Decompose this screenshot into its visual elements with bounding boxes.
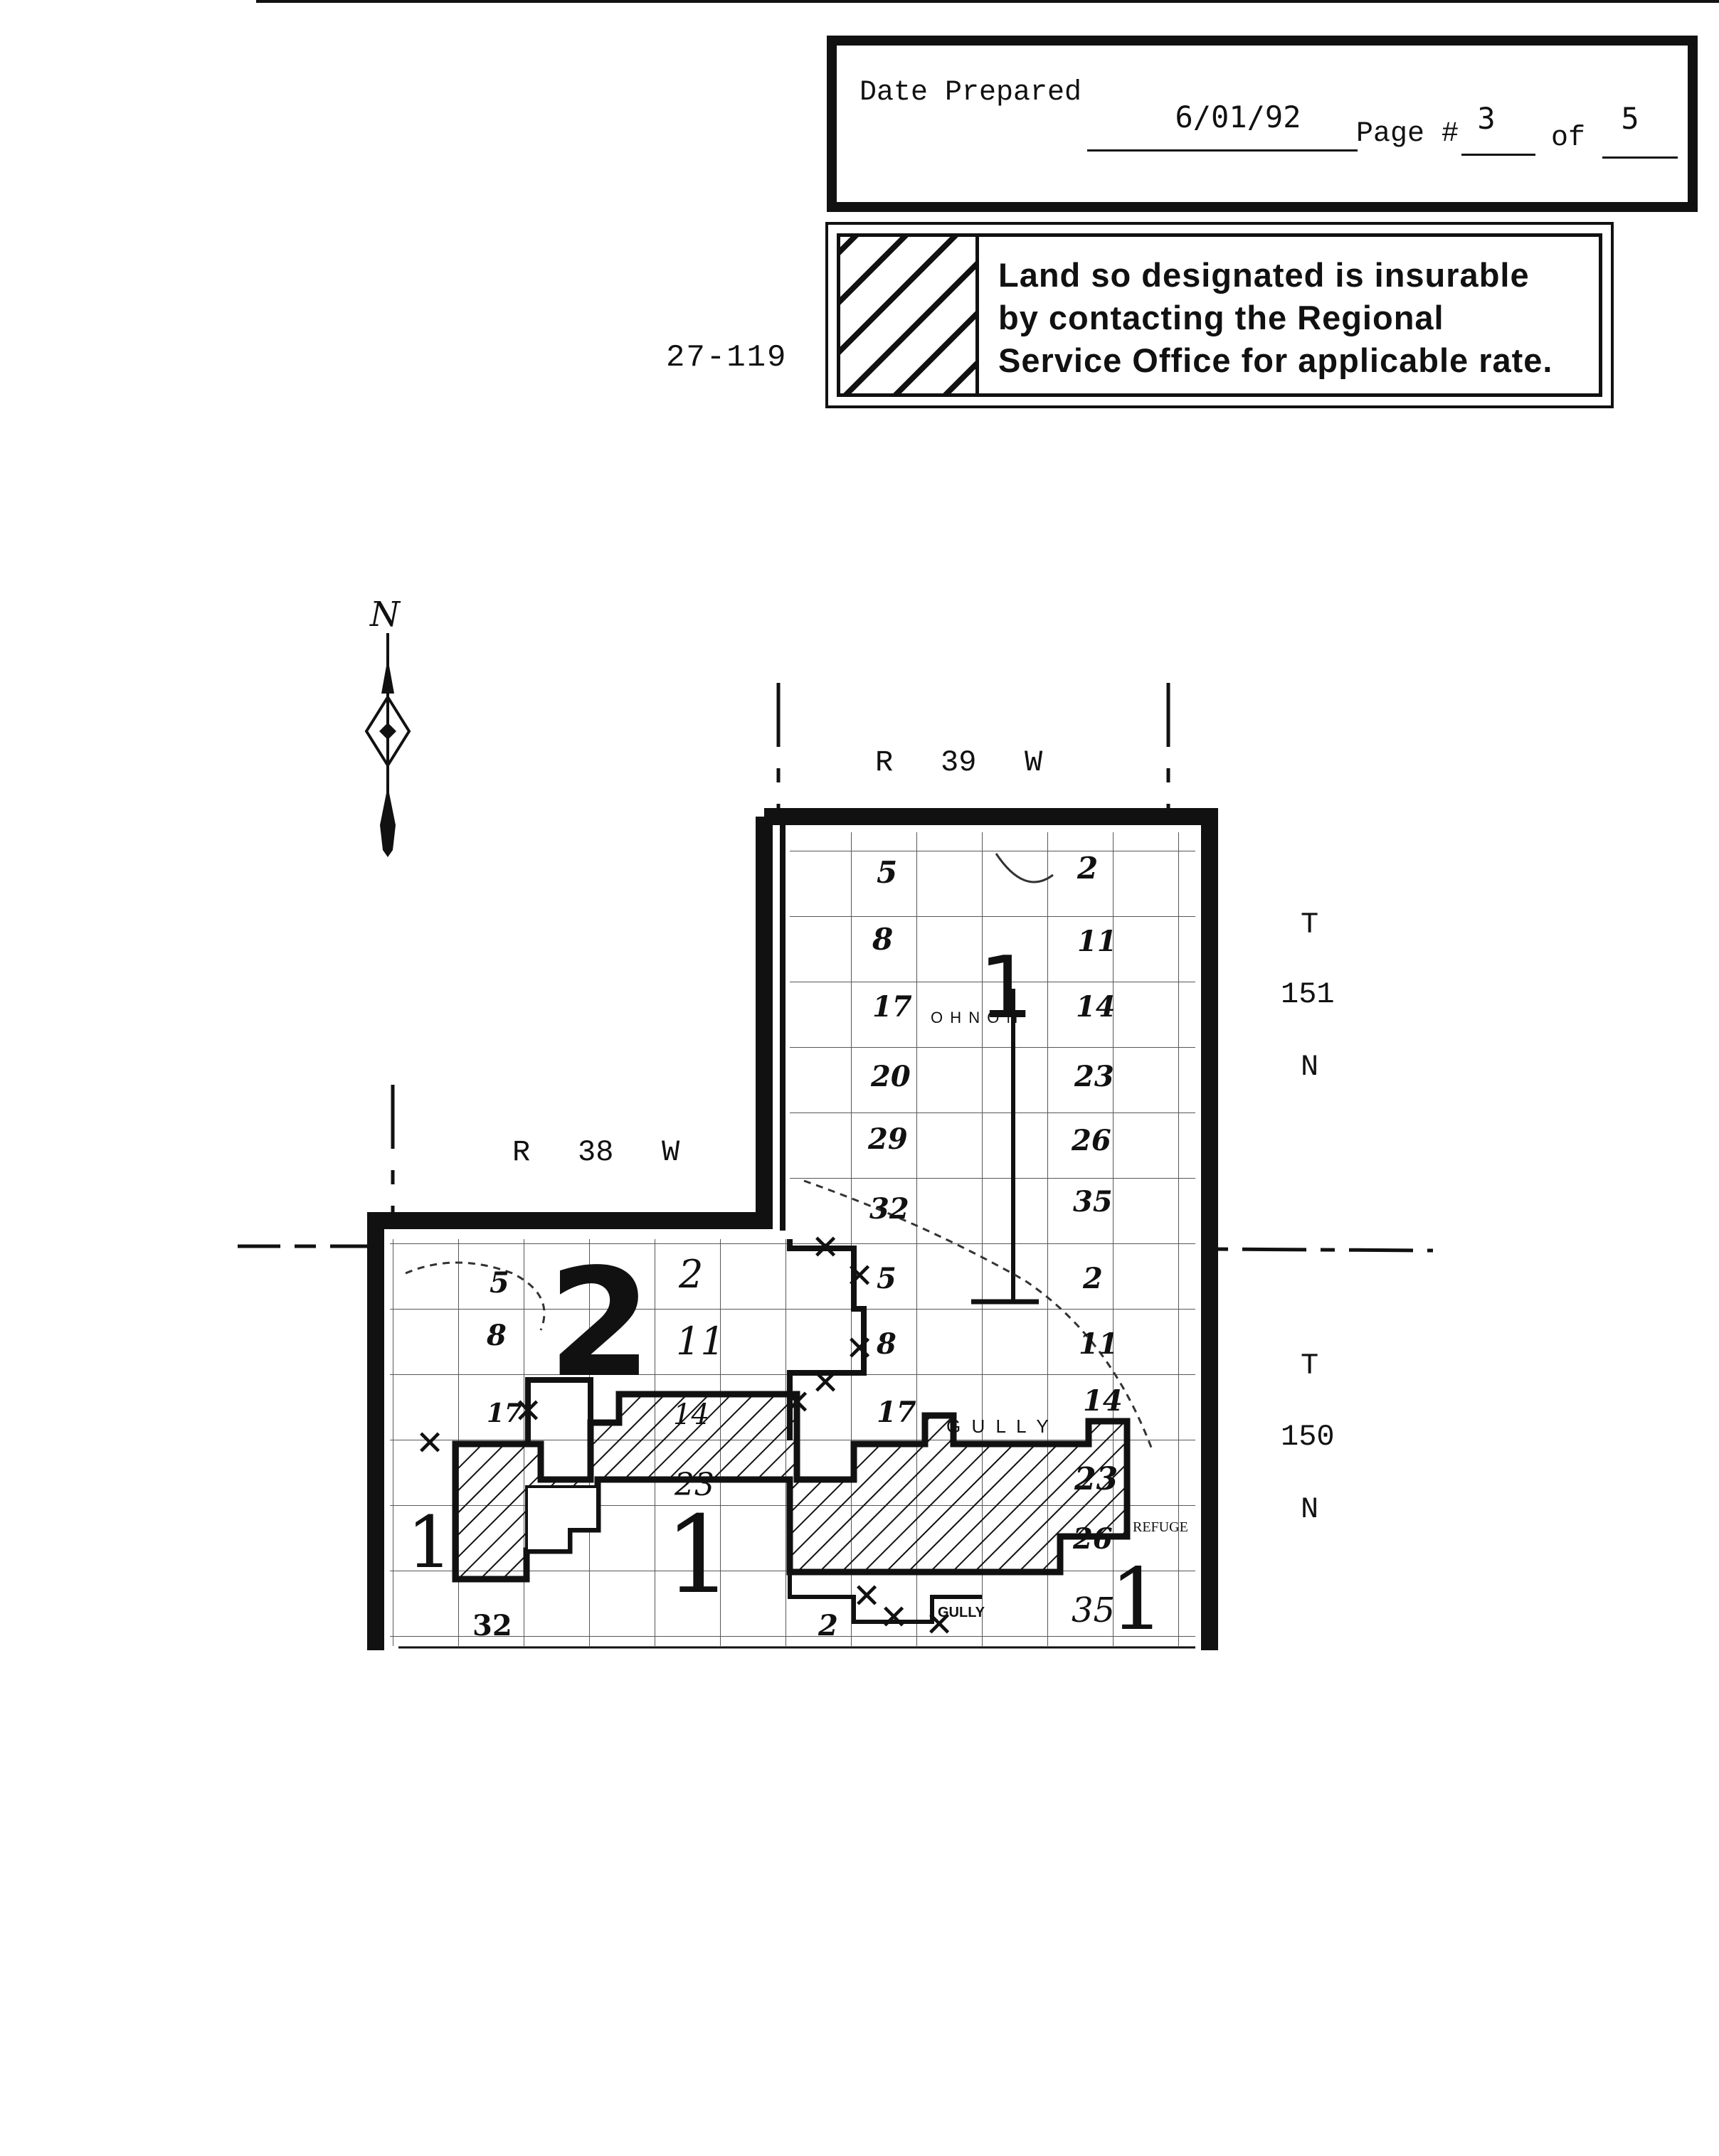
map-code: 27-119 <box>666 340 788 376</box>
section-label: 35 <box>1073 1185 1113 1218</box>
svg-text:✕: ✕ <box>845 1329 874 1369</box>
date-underline <box>1087 149 1358 152</box>
legend-text-line-1: Land so designated is insurable <box>998 256 1530 294</box>
place-label-john: O H N O N <box>931 1009 1020 1026</box>
section-label: 17 <box>877 1396 916 1429</box>
svg-text:✕: ✕ <box>852 1576 881 1616</box>
top-border-line <box>256 0 1719 3</box>
svg-text:✕: ✕ <box>845 1256 874 1296</box>
section-label: 17 <box>487 1398 523 1428</box>
hatch-legend-swatch <box>840 237 979 393</box>
page-number-label: Page # <box>1356 118 1459 150</box>
north-label: N <box>369 595 401 634</box>
section-label: 11 <box>1077 925 1117 958</box>
zone-1-lower-left-label: 1 <box>407 1501 453 1584</box>
section-label: 5 <box>490 1266 509 1300</box>
of-label: of <box>1551 122 1586 154</box>
section-label: 26 <box>1073 1522 1113 1556</box>
section-label: 14 <box>1083 1384 1123 1418</box>
svg-text:✕: ✕ <box>811 1363 840 1403</box>
page-total-value: 5 <box>1621 101 1639 136</box>
page-number-value: 3 <box>1477 101 1496 136</box>
header-box <box>827 36 1698 212</box>
section-label: 20 <box>871 1060 911 1093</box>
section-label: 8 <box>487 1319 507 1352</box>
zone-1-lower-right-label: 1 <box>1110 1551 1165 1650</box>
section-label: 5 <box>877 855 898 890</box>
range-r39-label-r: R <box>875 745 894 780</box>
place-label-gully-lower: GULLY <box>938 1605 985 1620</box>
range-r39-label-num: 39 <box>941 745 977 780</box>
total-underline <box>1602 156 1678 159</box>
section-label: 11 <box>1079 1327 1118 1361</box>
township-t150-label-num: 150 <box>1281 1420 1335 1454</box>
zone-2-label: 2 <box>548 1236 652 1411</box>
section-label: 23 <box>1074 1060 1114 1093</box>
zone-1-upper-label: 1 <box>979 939 1034 1038</box>
x-markers: ✕ ✕ ✕ ✕ ✕ ✕ ✕ ✕ ✕ ✕ <box>416 1228 953 1645</box>
township-t150-label-t: T <box>1301 1349 1319 1383</box>
section-label: 23 <box>1074 1461 1118 1497</box>
legend-text: Land so designated is insurable by conta… <box>998 254 1596 382</box>
section-label: 2 <box>679 1252 704 1297</box>
section-label: 2 <box>818 1609 838 1642</box>
township-t151-label-n: N <box>1301 1050 1319 1084</box>
svg-text:✕: ✕ <box>514 1391 542 1431</box>
section-label: 29 <box>868 1122 908 1156</box>
range-r39-label-w: W <box>1025 745 1043 780</box>
legend-text-line-2: by contacting the Regional <box>998 299 1444 336</box>
section-label: 5 <box>877 1262 896 1295</box>
range-r38-label-num: 38 <box>578 1135 614 1169</box>
section-label: 17 <box>872 990 912 1024</box>
section-label: 8 <box>877 1327 896 1361</box>
section-label: 2 <box>1083 1262 1103 1295</box>
section-label: 26 <box>1072 1124 1111 1157</box>
date-prepared-value: 6/01/92 <box>1175 100 1301 134</box>
section-label: 35 <box>1072 1591 1116 1630</box>
page-underline <box>1461 154 1535 156</box>
township-t150-label-n: N <box>1301 1492 1319 1526</box>
township-t151-label-num: 151 <box>1281 977 1335 1011</box>
svg-text:✕: ✕ <box>416 1423 444 1463</box>
township-t151-label-t: T <box>1301 908 1319 942</box>
section-label: 14 <box>673 1398 709 1431</box>
section-label: 11 <box>676 1319 725 1364</box>
section-label: 14 <box>1076 990 1116 1024</box>
section-label: 8 <box>872 922 894 957</box>
svg-text:✕: ✕ <box>783 1383 811 1423</box>
legend-text-line-3: Service Office for applicable rate. <box>998 341 1553 379</box>
section-label: 23 <box>675 1467 714 1503</box>
range-r38-label-r: R <box>512 1135 531 1169</box>
place-label-refuge: REFUGE <box>1133 1519 1188 1535</box>
section-label: 32 <box>472 1609 512 1642</box>
legend-inner-frame: Land so designated is insurable by conta… <box>837 233 1602 397</box>
date-prepared-label: Date Prepared <box>860 77 1082 109</box>
north-arrow-compass-icon: N <box>364 595 411 857</box>
svg-text:✕: ✕ <box>925 1605 953 1645</box>
hatch-pattern-icon <box>840 237 975 393</box>
legend-box: Land so designated is insurable by conta… <box>825 222 1614 408</box>
section-label: 32 <box>869 1192 909 1226</box>
section-label: 2 <box>1077 851 1099 886</box>
svg-text:✕: ✕ <box>879 1598 908 1637</box>
svg-text:✕: ✕ <box>811 1228 840 1268</box>
range-r38-label-w: W <box>662 1135 680 1169</box>
place-label-gully-upper: G U L L Y <box>946 1416 1052 1437</box>
zone-1-lower-mid-label: 1 <box>665 1494 733 1618</box>
